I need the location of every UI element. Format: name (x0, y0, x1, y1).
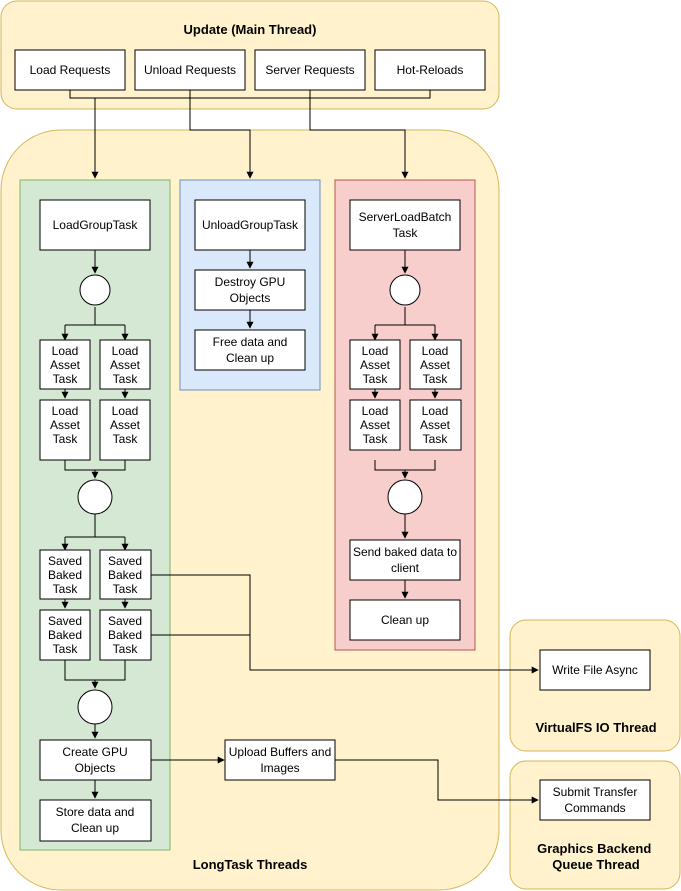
server-fork-node (389, 274, 421, 306)
load-group-task-box: LoadGroupTask (39, 199, 151, 251)
svg-text:Server Requests: Server Requests (265, 63, 354, 77)
svg-text:LoadGroupTask: LoadGroupTask (53, 218, 139, 232)
longtask-thread-title: LongTask Threads (193, 857, 308, 872)
svg-text:Write File Async: Write File Async (552, 663, 638, 677)
write-file-async-box: Write File Async (539, 649, 651, 691)
server-clean-up-box: Clean up (349, 599, 461, 641)
svg-text:Load Requests: Load Requests (30, 63, 111, 77)
virtualfs-thread-title: VirtualFS IO Thread (535, 720, 656, 735)
load-join-node-2 (77, 689, 113, 725)
server-requests-box: Server Requests (254, 49, 366, 91)
unload-requests-box: Unload Requests (134, 49, 246, 91)
load-join-node (77, 479, 113, 515)
main-thread-title: Update (Main Thread) (184, 22, 317, 37)
svg-text:Unload Requests: Unload Requests (144, 63, 236, 77)
load-requests-box: Load Requests (14, 49, 126, 91)
svg-text:UnloadGroupTask: UnloadGroupTask (202, 218, 299, 232)
svg-text:Clean up: Clean up (381, 613, 429, 627)
server-join-node (387, 479, 423, 515)
load-fork-node-1 (79, 274, 111, 306)
graphics-thread-title: Graphics Backend Queue Thread (537, 841, 655, 872)
unload-group-task-box: UnloadGroupTask (194, 199, 306, 251)
connectors (61, 90, 539, 804)
svg-text:Hot-Reloads: Hot-Reloads (397, 63, 464, 77)
hot-reloads-box: Hot-Reloads (374, 49, 486, 91)
